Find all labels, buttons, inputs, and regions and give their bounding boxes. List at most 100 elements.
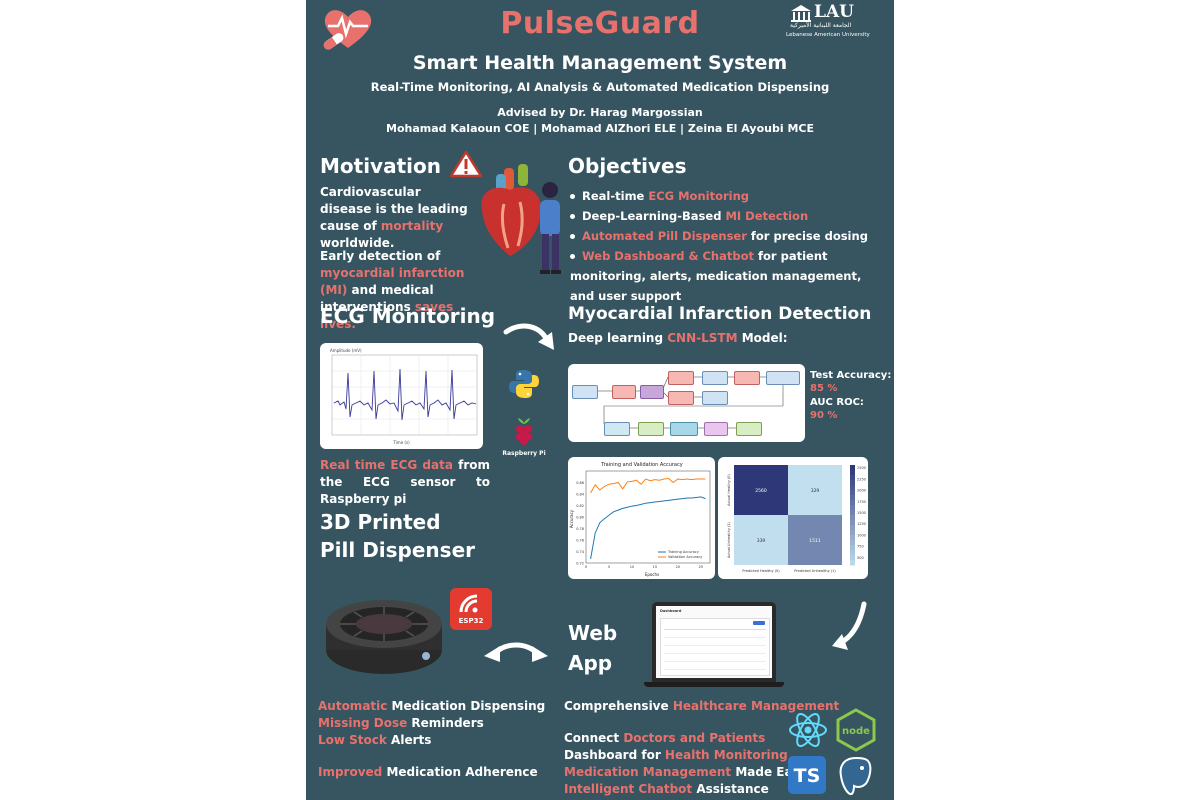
dispenser-heading-line2: Pill Dispenser [320, 538, 475, 562]
webapp-text: Dashboard for [564, 748, 665, 762]
x-tick-label: 15 [653, 565, 657, 569]
heatmap-cell [788, 465, 842, 515]
y-tick-label: 0.82 [576, 504, 584, 508]
model-node [734, 371, 760, 385]
objective-item: Web Dashboard & Chatbot for patient moni… [570, 246, 880, 306]
model-node [572, 385, 598, 399]
colorbar-segment [850, 495, 855, 501]
model-node [604, 422, 630, 436]
nodejs-label: node [842, 726, 870, 737]
model-node [736, 422, 762, 436]
model-node [640, 385, 664, 399]
colorbar-segment [850, 515, 855, 521]
warning-icon [450, 150, 482, 178]
colorbar-tick-label: 500 [857, 556, 864, 560]
laptop-screen-title: Dashboard [660, 609, 682, 613]
nodejs-icon: node [836, 708, 876, 752]
laptop-table [660, 618, 770, 676]
x-tick-label: 20 [676, 565, 680, 569]
motivation-p2-mid: and medical interventions [320, 283, 434, 314]
webapp-line: Connect Doctors and Patients [564, 730, 808, 747]
x-tick-label: 5 [608, 565, 610, 569]
x-tick-label: 10 [630, 565, 634, 569]
y-category-label: Actual Healthy (0) [727, 474, 731, 506]
colorbar-tick-label: 2500 [857, 466, 866, 470]
lau-building-icon [791, 5, 811, 22]
chart-xlabel: Epochs [645, 572, 659, 577]
model-node [668, 391, 694, 405]
lau-arabic: الجامعة اللبنانية الأميركية [790, 22, 852, 29]
motivation-p1-highlight: mortality [380, 219, 444, 233]
webapp-highlight: Health Monitoring [664, 748, 788, 762]
motivation-p2-highlight2: saves lives. [320, 300, 454, 331]
motivation-p1-text: Cardiovascular disease is the leading ca… [320, 185, 468, 233]
model-node [612, 385, 636, 399]
model-node [704, 422, 728, 436]
colorbar-segment [850, 550, 855, 556]
ecg-caption-text: from the ECG sensor to Raspberry pi [320, 458, 490, 506]
objectives-heading: Objectives [568, 154, 687, 178]
model-node [668, 371, 694, 385]
webapp-text: Comprehensive [564, 699, 673, 713]
webapp-highlight: Doctors and Patients [623, 731, 766, 745]
feature-item: Automatic Medication Dispensing [318, 698, 545, 715]
objectives-list: Real-time ECG Monitoring Deep-Learning-B… [570, 186, 880, 306]
x-tick-label: 25 [699, 565, 703, 569]
feature-text: Medication Adherence [382, 765, 538, 779]
esp32-wifi-icon: ESP32 [450, 588, 492, 630]
feature-item: Low Stock Alerts [318, 732, 545, 749]
ecg-plot [331, 354, 478, 436]
colorbar-segment [850, 465, 855, 471]
colorbar-tick-label: 2000 [857, 489, 866, 493]
motivation-p1-end: worldwide. [320, 236, 395, 250]
series-line [590, 477, 706, 494]
esp32-label: ESP32 [458, 617, 484, 625]
colorbar-segment [850, 525, 855, 531]
heatmap-cell [788, 515, 842, 565]
curved-arrow-icon [503, 323, 554, 350]
x-tick-label: 0 [585, 565, 587, 569]
model-node [638, 422, 664, 436]
webapp-text: Assistance [692, 782, 769, 796]
colorbar-segment [850, 470, 855, 476]
y-tick-label: 0.78 [576, 527, 584, 531]
react-icon [789, 713, 827, 747]
motivation-p2-highlight: myocardial infarction (MI) [320, 266, 465, 297]
ecg-plot-title: Amplitude (mV) [330, 348, 362, 353]
heart-illustration [481, 164, 561, 274]
mi-model-text: Deep learning [568, 331, 668, 345]
model-node [702, 391, 728, 405]
webapp-line: Dashboard for Health Monitoring [564, 747, 808, 764]
accuracy-chart-card: Training and Validation Accuracy Epochs … [568, 457, 715, 579]
ecg-plot-card: Amplitude (mV) Time (s) [320, 343, 483, 449]
objective-item: Deep-Learning-Based MI Detection [570, 206, 880, 226]
authors: Mohamad Kalaoun COE | Mohamad AlZhori EL… [386, 122, 814, 135]
objective-item: Real-time ECG Monitoring [570, 186, 880, 206]
colorbar-segment [850, 555, 855, 561]
objective-item: Automated Pill Dispenser for precise dos… [570, 226, 880, 246]
series-line [590, 496, 706, 560]
colorbar-segment [850, 530, 855, 536]
mi-model: Deep learning CNN-LSTM Model: [568, 330, 788, 347]
feature-text: Reminders [407, 716, 484, 730]
x-category-label: Predicted Unhealthy (1) [794, 569, 836, 573]
motivation-heading: Motivation [320, 154, 441, 178]
heatmap-value: 339 [757, 538, 766, 544]
objective-text: Deep-Learning-Based [582, 209, 726, 223]
laptop-button [753, 621, 765, 625]
heatmap-cell [734, 515, 788, 565]
ecg-x-label: Time (s) [393, 440, 410, 445]
webapp-text: Connect [564, 731, 624, 745]
down-arrow-icon [832, 601, 867, 650]
chart-title: Training and Validation Accuracy [600, 462, 682, 468]
heart-pulse-pill-icon [323, 10, 372, 50]
model-node [670, 422, 698, 436]
legend-label: Training Accuracy [667, 550, 699, 554]
colorbar-tick-label: 2250 [857, 477, 866, 481]
auc-value: 90 % [810, 410, 838, 421]
lau-name: LAU [814, 2, 854, 22]
webapp-line1: Comprehensive Healthcare Management [564, 698, 839, 715]
model-diagram [568, 364, 805, 442]
feature-text: Medication Dispensing [387, 699, 546, 713]
